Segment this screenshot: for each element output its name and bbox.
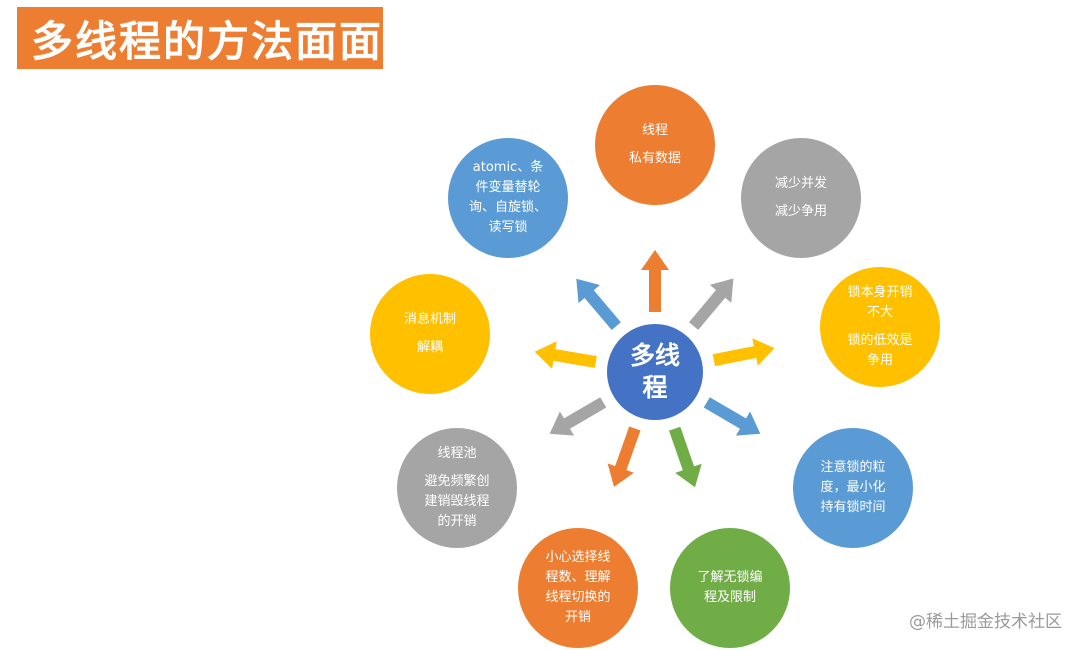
node-label-line: 小心选择线 [545,550,611,565]
node-upper-right: 减少并发减少争用 [741,138,861,258]
arrow-bottom-left [607,426,641,487]
node-label-line: 询、自旋锁、 [468,200,547,215]
arrow-upper-left [576,278,621,330]
node-label-line: 争用 [866,353,893,368]
node-lower-left: 线程池避免频繁创建销毁线程的开销 [397,428,517,548]
arrow-lower-right [703,397,761,436]
node-label-line: 件变量替轮 [475,180,541,195]
node-label-line: 度，最小化 [820,480,886,495]
node-label-line: 程数、理解 [545,570,611,585]
node-label-line: 锁本身开销 [847,285,913,300]
center-node-line: 多线 [629,341,680,370]
node-bottom-right: 了解无锁编程及限制 [670,528,790,648]
arrow-left [534,341,597,369]
node-label-line: 锁的低效是 [847,333,913,348]
node-label-line: 减少争用 [774,204,827,219]
center-node: 多线程 [607,324,703,420]
node-label-line: 解耦 [416,340,443,355]
title-banner: 多线程的方法面面 [17,7,383,69]
node-label-line: 不大 [866,305,893,320]
node-left: 消息机制解耦 [370,274,490,394]
node-label-line: 持有锁时间 [820,500,886,515]
arrow-top [641,250,669,312]
node-right: 锁本身开销不大锁的低效是争用 [820,267,940,387]
center-node-line: 程 [642,373,668,402]
node-label-line: 建销毁线程 [424,494,490,509]
title-text: 多线程的方法面面 [31,16,383,66]
node-label-line: 读写锁 [488,220,528,235]
arrow-upper-right [689,278,734,330]
node-label-line: 减少并发 [774,176,827,191]
node-label-line: 了解无锁编 [697,570,763,585]
node-label-line: 开销 [564,610,591,625]
node-top: 线程私有数据 [595,85,715,205]
watermark: @稀土掘金技术社区 [909,612,1062,632]
arrow-right [712,338,775,367]
node-label-line: 线程 [641,123,668,138]
node-label-line: 的开销 [437,514,477,529]
node-label-line: atomic、条 [472,160,544,175]
node-label-line: 线程池 [437,446,477,461]
arrow-lower-left [549,397,607,436]
node-label-line: 消息机制 [403,312,456,327]
node-label-line: 避免频繁创 [424,474,490,489]
node-label-line: 线程切换的 [545,590,611,605]
node-upper-left: atomic、条件变量替轮询、自旋锁、读写锁 [448,138,568,258]
node-label-line: 注意锁的粒 [820,460,886,475]
node-lower-right: 注意锁的粒度，最小化持有锁时间 [793,428,913,548]
node-bottom-left: 小心选择线程数、理解线程切换的开销 [518,528,638,648]
node-label-line: 私有数据 [628,151,681,166]
arrow-bottom-right [669,426,702,488]
node-label-line: 程及限制 [703,590,756,605]
